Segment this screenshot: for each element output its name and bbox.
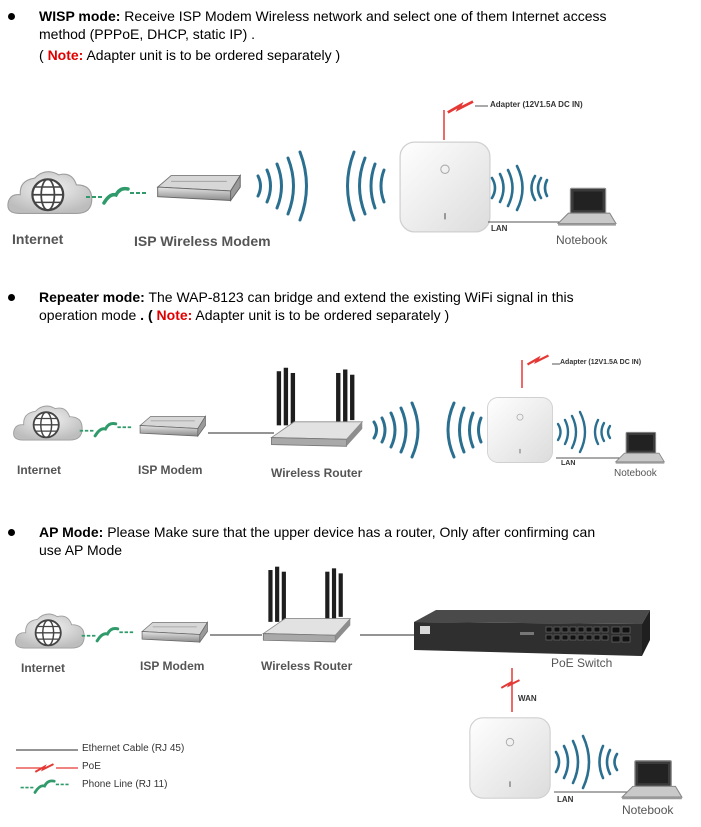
wisp-desc-line2: method (PPPoE, DHCP, static IP) . (39, 26, 256, 42)
repeater-title: Repeater mode: (39, 289, 145, 305)
legend-poe-label: PoE (82, 761, 101, 772)
ap-desc-line1: Please Make sure that the upper device h… (103, 524, 596, 540)
wifi-waves-icon (372, 401, 483, 459)
internet-cloud-icon (14, 613, 86, 650)
isp-modem-label: ISP Modem (140, 659, 205, 673)
repeater-desc-line2: operation mode (39, 307, 137, 323)
repeater-desc-line1: The WAP-8123 can bridge and extend the e… (144, 289, 574, 305)
bullet-dot (8, 529, 15, 536)
poe-switch-icon (414, 610, 650, 656)
legend-ethernet-label: Ethernet Cable (RJ 45) (82, 743, 185, 754)
isp-wireless-modem-label: ISP Wireless Modem (134, 233, 271, 249)
ap-desc-line2: use AP Mode (39, 542, 123, 558)
internet-label: Internet (21, 661, 66, 675)
wisp-bullet: WISP mode: Receive ISP Modem Wireless ne… (8, 7, 699, 64)
notebook-label: Notebook (622, 803, 674, 817)
notebook-icon (621, 760, 683, 800)
ap-bullet: AP Mode: Please Make sure that the upper… (8, 523, 699, 559)
lan-label: LAN (557, 795, 574, 804)
internet-label: Internet (17, 463, 62, 477)
wifi-waves-icon (256, 150, 386, 222)
adapter-label: Adapter (12V1.5A DC IN) (490, 100, 583, 109)
repeater-sep: . ( (136, 307, 157, 323)
notebook-label: Notebook (556, 233, 608, 247)
repeater-note-text: Adapter unit is to be ordered separately… (192, 307, 450, 323)
notebook-label: Notebook (614, 468, 657, 479)
wisp-desc-line1: Receive ISP Modem Wireless network and s… (120, 8, 607, 24)
access-point-icon (399, 141, 491, 233)
bullet-dot (8, 13, 15, 20)
wifi-waves-icon (490, 164, 549, 212)
isp-modem-icon (139, 415, 206, 437)
wireless-router-label: Wireless Router (271, 466, 363, 480)
internet-cloud-icon (6, 170, 93, 215)
poe-bolt-icon (446, 100, 475, 114)
access-point-icon (486, 396, 554, 464)
lan-label: LAN (491, 224, 508, 233)
internet-cloud-icon (12, 405, 84, 442)
phone-line-legend-icon (18, 779, 72, 794)
lan-label: LAN (561, 460, 576, 467)
access-point-icon (469, 717, 551, 799)
note-open: ( (39, 47, 48, 63)
legend-phone-label: Phone Line (RJ 11) (82, 779, 168, 790)
wisp-note-text: Adapter unit is to be ordered separately… (83, 47, 341, 63)
internet-label: Internet (12, 231, 64, 247)
phone-line-icon (84, 186, 150, 205)
adapter-label: Adapter (12V1.5A DC IN) (560, 359, 642, 366)
wifi-waves-icon (554, 734, 619, 790)
bullet-dot (8, 294, 15, 301)
phone-line-icon (80, 626, 137, 643)
isp-wireless-modem-icon (157, 175, 241, 202)
isp-modem-icon (141, 621, 208, 643)
poe-bolt-icon (526, 354, 550, 366)
isp-modem-label: ISP Modem (138, 463, 203, 477)
wisp-title: WISP mode: (39, 8, 121, 24)
poe-switch-label: PoE Switch (551, 656, 613, 670)
repeater-bullet: Repeater mode: The WAP-8123 can bridge a… (8, 288, 699, 324)
wisp-note-label: Note: (47, 47, 84, 63)
wan-label: WAN (518, 694, 537, 703)
ap-title: AP Mode: (39, 524, 104, 540)
wireless-router-icon (262, 566, 351, 643)
legend (16, 749, 78, 794)
ap-diagram (14, 566, 683, 800)
wisp-diagram (6, 100, 617, 233)
poe-bolt-icon (500, 678, 521, 690)
notebook-icon (615, 431, 665, 465)
repeater-diagram (12, 354, 665, 465)
wireless-router-icon (270, 367, 363, 447)
wireless-router-label: Wireless Router (261, 659, 353, 673)
phone-line-icon (78, 421, 135, 438)
notebook-icon (557, 187, 617, 227)
repeater-note-label: Note: (156, 307, 193, 323)
wifi-waves-icon (556, 410, 612, 454)
